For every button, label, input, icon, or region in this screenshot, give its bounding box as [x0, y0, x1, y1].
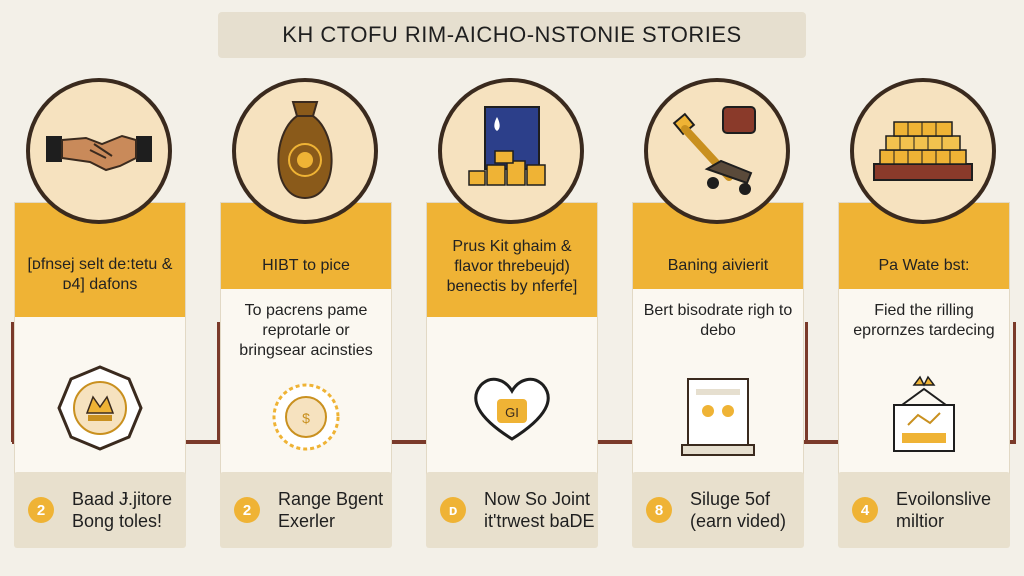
step-icon-circle	[644, 78, 790, 224]
step-card: Prus Kit ghaim & flavor threbeujd) benec…	[426, 202, 598, 498]
document-icon	[633, 365, 803, 469]
timeline-drop	[11, 322, 14, 442]
step-summary: 2 Range Bgent Exerler	[220, 472, 392, 548]
step-summary-text: Siluge 5of (earn vided)	[690, 489, 787, 531]
gold-bars-icon	[868, 114, 978, 189]
step-summary-text: Evoilonslive miltior	[896, 489, 992, 531]
step-number-badge: 2	[234, 497, 260, 523]
step-card: Baning aivierit Bert bisodrate righ to d…	[632, 202, 804, 498]
money-bag-icon	[265, 94, 345, 209]
step-heading: Baning aivierit	[633, 203, 803, 289]
page-title: KH CTOFU RIM-AICHO-NSTONIE STORIES	[218, 12, 806, 58]
step-summary: 8 Siluge 5of (earn vided)	[632, 472, 804, 548]
step-column: HIBT to pice To pacrens pame reprotarle …	[220, 78, 396, 498]
step-card: [ᴅfnsej selt de:tetu & ᴅ4] dafons	[14, 202, 186, 498]
svg-text:GI: GI	[505, 405, 519, 420]
step-description: To pacrens pame reprotarle or bringsear …	[221, 289, 391, 365]
coin-badge-icon: $	[221, 365, 391, 469]
step-card: HIBT to pice To pacrens pame reprotarle …	[220, 202, 392, 498]
step-summary: 4 Evoilonslive miltior	[838, 472, 1010, 548]
timeline-drop	[805, 322, 808, 442]
step-number-badge: 4	[852, 497, 878, 523]
step-description: Fied the rilling eprornzes tardecing	[839, 289, 1009, 365]
step-number-badge: ᴅ	[440, 497, 466, 523]
timeline-drop	[217, 322, 220, 442]
step-icon-circle	[850, 78, 996, 224]
step-column: Baning aivierit Bert bisodrate righ to d…	[632, 78, 808, 498]
svg-text:$: $	[302, 410, 310, 426]
step-column: [ᴅfnsej selt de:tetu & ᴅ4] dafons	[14, 78, 190, 498]
tool-cart-icon	[667, 99, 767, 204]
step-number-badge: 2	[28, 497, 54, 523]
handshake-icon	[44, 114, 154, 189]
seal-icon	[15, 317, 185, 499]
stacked-boxes-icon	[461, 99, 561, 204]
step-column: Pa Wate bst: Fied the rilling eprornzes …	[838, 78, 1014, 498]
step-summary: ᴅ Now So Joint it'trwest baDE	[426, 472, 598, 548]
timeline-drop	[1013, 322, 1016, 442]
step-summary-text: Range Bgent Exerler	[278, 489, 384, 531]
step-icon-circle	[232, 78, 378, 224]
step-card: Pa Wate bst: Fied the rilling eprornzes …	[838, 202, 1010, 498]
step-summary: 2 Baad Ɉ.jitore Bong toles!	[14, 472, 186, 548]
heart-badge-icon: GI	[427, 317, 597, 499]
step-summary-text: Baad Ɉ.jitore Bong toles!	[72, 489, 173, 531]
step-number-badge: 8	[646, 497, 672, 523]
step-column: Prus Kit ghaim & flavor threbeujd) benec…	[426, 78, 602, 498]
step-description: Bert bisodrate righ to debo	[633, 289, 803, 365]
step-summary-text: Now So Joint it'trwest baDE	[484, 489, 595, 531]
step-icon-circle	[438, 78, 584, 224]
step-icon-circle	[26, 78, 172, 224]
crowned-chart-icon	[839, 365, 1009, 469]
